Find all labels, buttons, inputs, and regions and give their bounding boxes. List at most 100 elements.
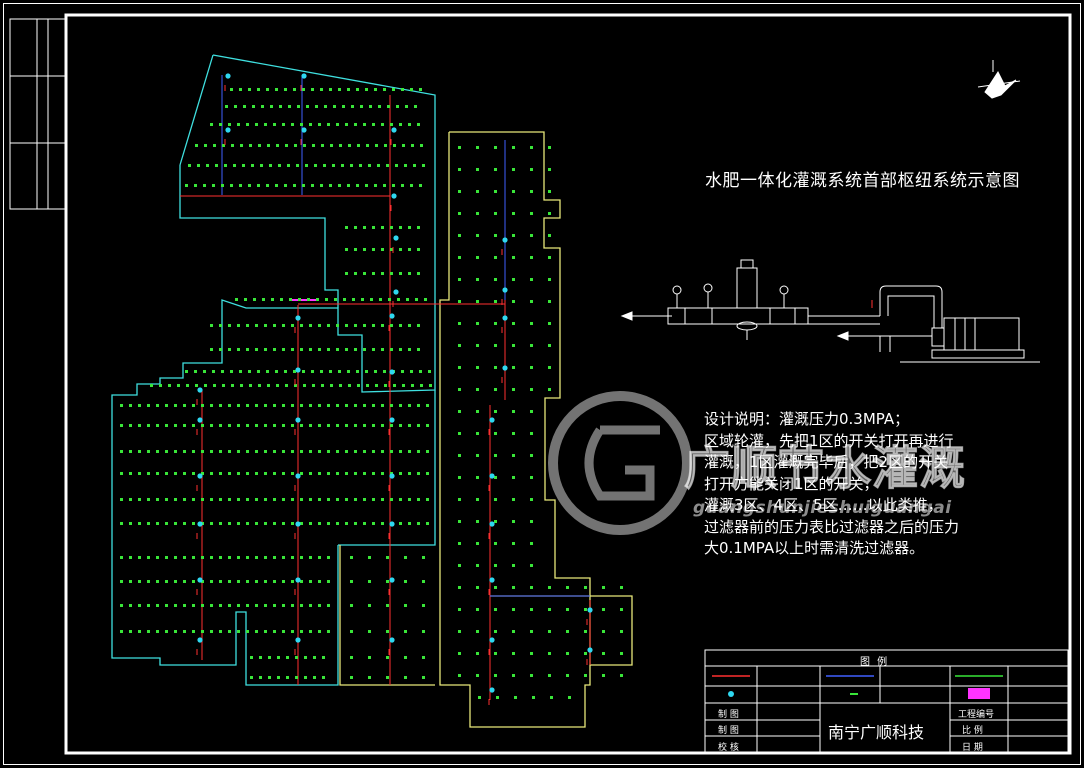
emitter-dot: [494, 542, 497, 545]
emitter-dot: [210, 424, 213, 427]
emitter-dot: [512, 498, 515, 501]
emitter-dot: [300, 604, 303, 607]
emitter-dot: [228, 324, 231, 327]
emitter-dot: [395, 164, 398, 167]
brand-logo-watermark: [548, 391, 692, 535]
emitter-dot: [239, 88, 242, 91]
emitter-dot: [268, 676, 271, 679]
emitter-dot: [147, 498, 150, 501]
emitter-dot: [411, 144, 414, 147]
emitter-dot: [138, 580, 141, 583]
emitter-dot: [494, 278, 497, 281]
emitter-dot: [277, 676, 280, 679]
emitter-dot: [494, 410, 497, 413]
emitter-dot: [192, 556, 195, 559]
valve-marker: [389, 417, 395, 423]
emitter-dot: [219, 604, 222, 607]
emitter-dot: [264, 604, 267, 607]
emitter-dot: [240, 144, 243, 147]
emitter-dot: [378, 105, 381, 108]
emitter-dot: [408, 226, 411, 229]
emitter-dot: [347, 88, 350, 91]
emitter-dot: [219, 424, 222, 427]
emitter-dot: [192, 522, 195, 525]
emitter-dot: [192, 604, 195, 607]
emitter-dot: [210, 450, 213, 453]
emitter-dot: [194, 184, 197, 187]
emitter-dot: [406, 298, 409, 301]
emitter-dot: [478, 696, 481, 699]
emitter-dot: [384, 384, 387, 387]
emitter-dot: [530, 520, 533, 523]
emitter-dot: [399, 404, 402, 407]
emitter-dot: [348, 144, 351, 147]
emitter-dot: [204, 144, 207, 147]
emitter-dot: [266, 88, 269, 91]
emitter-dot: [201, 630, 204, 633]
emitter-dot: [458, 168, 461, 171]
design-note-line: 灌溉，1区灌溉完毕后，把2区的开关: [704, 453, 949, 471]
emitter-dot: [530, 322, 533, 325]
emitter-dot: [327, 404, 330, 407]
emitter-dot: [228, 498, 231, 501]
valve-marker: [489, 521, 495, 527]
emitter-dot: [548, 322, 551, 325]
emitter-dot: [246, 604, 249, 607]
emitter-dot: [120, 424, 123, 427]
emitter-dot: [347, 184, 350, 187]
emitter-dot: [494, 498, 497, 501]
emitter-dot: [399, 498, 402, 501]
emitter-dot: [147, 630, 150, 633]
emitter-dot: [255, 522, 258, 525]
emitter-dot: [422, 164, 425, 167]
emitter-dot: [458, 454, 461, 457]
valve-marker: [295, 473, 301, 479]
emitter-dot: [548, 168, 551, 171]
valve-marker: [389, 313, 395, 319]
emitter-dot: [311, 88, 314, 91]
emitter-dot: [201, 556, 204, 559]
emitter-dot: [230, 370, 233, 373]
emitter-dot: [210, 123, 213, 126]
emitter-dot: [392, 88, 395, 91]
emitter-dot: [530, 586, 533, 589]
emitter-dot: [147, 472, 150, 475]
emitter-dot: [321, 144, 324, 147]
emitter-dot: [327, 348, 330, 351]
emitter-dot: [548, 190, 551, 193]
emitter-dot: [237, 450, 240, 453]
emitter-dot: [293, 370, 296, 373]
valve-marker: [393, 235, 399, 241]
emitter-dot: [372, 522, 375, 525]
emitter-dot: [174, 604, 177, 607]
emitter-dot: [264, 630, 267, 633]
emitter-dot: [271, 298, 274, 301]
valve-marker: [489, 637, 495, 643]
emitter-dot: [417, 248, 420, 251]
emitter-dot: [291, 424, 294, 427]
emitter-dot: [494, 344, 497, 347]
emitter-dot: [318, 604, 321, 607]
emitter-dot: [399, 522, 402, 525]
emitter-dot: [291, 498, 294, 501]
emitter-dot: [494, 168, 497, 171]
emitter-dot: [417, 348, 420, 351]
emitter-dot: [300, 123, 303, 126]
valve-marker: [502, 315, 508, 321]
emitter-dot: [404, 164, 407, 167]
emitter-dot: [282, 450, 285, 453]
emitter-dot: [512, 190, 515, 193]
emitter-dot: [354, 226, 357, 229]
valve-marker: [197, 387, 203, 393]
emitter-dot: [203, 184, 206, 187]
emitter-dot: [277, 656, 280, 659]
emitter-dot: [584, 608, 587, 611]
emitter-dot: [239, 184, 242, 187]
emitter-dot: [307, 298, 310, 301]
emitter-dot: [426, 404, 429, 407]
emitter-dot: [386, 656, 389, 659]
emitter-dot: [476, 322, 479, 325]
valve-marker: [489, 417, 495, 423]
emitter-dot: [138, 472, 141, 475]
emitter-dot: [327, 450, 330, 453]
